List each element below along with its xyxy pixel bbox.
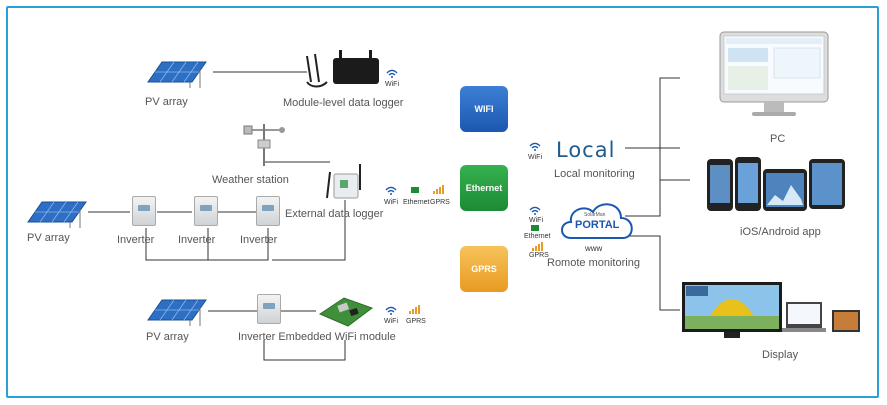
wifi-ext-label: WiFi (384, 199, 398, 206)
wifi-emb-label: WiFi (384, 318, 398, 325)
display-label: Display (762, 349, 799, 361)
inverter-1-icon (132, 196, 156, 226)
wifi-local-label: WiFi (528, 154, 542, 161)
wifi-module-icon (318, 297, 374, 327)
wifi-icon (529, 142, 541, 151)
pv-array-top-label: PV array (145, 96, 188, 108)
gprs-remote-label: GPRS (529, 252, 549, 259)
ethernet-badge: Ethernet (460, 165, 508, 211)
wifi-badge: WIFI (460, 86, 508, 132)
wifi-icon (385, 186, 397, 195)
weather-station-label: Weather station (212, 174, 289, 186)
gprs-ext-label: GPRS (430, 199, 450, 206)
display-devices-icon (682, 282, 860, 338)
inverter-embedded-icon (257, 294, 281, 324)
inverter-3-icon (256, 196, 280, 226)
module-logger-icon (306, 50, 379, 88)
gprs-badge: GPRS (460, 246, 508, 292)
wifi-remote-label: WiFi (529, 217, 543, 224)
gprs-signal-icon (532, 242, 543, 251)
pc-monitor-icon (719, 31, 829, 116)
diagram-frame (6, 6, 879, 398)
pv-array-mid-label: PV array (27, 232, 70, 244)
mobile-label: iOS/Android app (740, 226, 821, 238)
external-logger-icon (326, 164, 361, 199)
gprs-signal-icon (409, 305, 420, 314)
inverter-3-label: Inverter (240, 234, 278, 246)
local-title: Local (556, 138, 616, 162)
ethernet-ext-label: Ethernet (403, 199, 430, 206)
weather-station-icon (243, 124, 285, 166)
pv-array-bottom-label: PV array (146, 331, 189, 343)
local-monitoring-label: Local monitoring (554, 168, 635, 180)
inverter-embedded-label: Inverter Embedded WiFi module (238, 331, 396, 343)
mobile-devices-icon (707, 157, 845, 211)
pv-array-top-icon (147, 61, 207, 88)
inverter-1-label: Inverter (117, 234, 155, 246)
ethernet-remote-label: Ethernet (524, 233, 551, 240)
ethernet-icon (411, 187, 419, 193)
external-logger-label: External data logger (285, 208, 384, 220)
pc-label: PC (770, 133, 786, 145)
wifi-icon (529, 206, 541, 215)
portal-title: PORTAL (575, 219, 620, 231)
pv-array-bottom-icon (147, 299, 207, 326)
wifi-top-label: WiFi (385, 81, 399, 88)
portal-brand: SolarMan (584, 212, 606, 218)
inverter-2-icon (194, 196, 218, 226)
gprs-emb-label: GPRS (406, 318, 426, 325)
module-logger-label: Module-level data logger (283, 97, 404, 109)
inverter-2-label: Inverter (178, 234, 216, 246)
wifi-icon (386, 69, 398, 78)
ethernet-icon (531, 225, 539, 231)
wifi-icon (385, 306, 397, 315)
gprs-signal-icon (433, 185, 444, 194)
remote-monitoring-label: Romote monitoring (547, 257, 640, 269)
portal-www: www (585, 244, 603, 253)
cloud-icon (561, 203, 633, 239)
pv-array-mid-icon (27, 201, 87, 228)
